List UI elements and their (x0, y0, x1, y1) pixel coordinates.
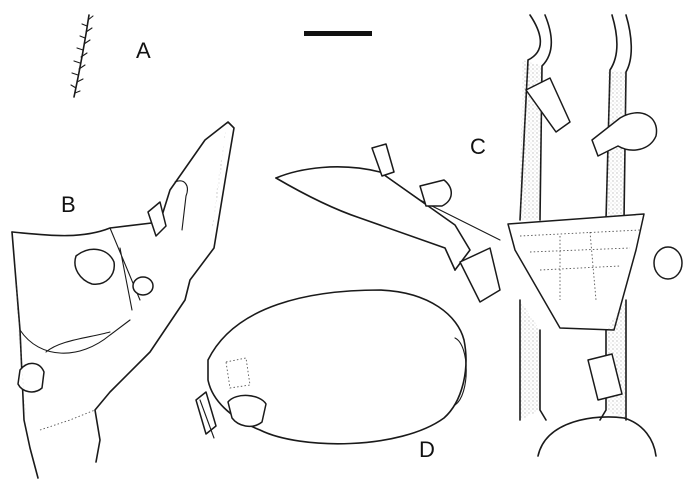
panel-label-c: C (470, 134, 486, 159)
panel-a-seta (70, 14, 94, 98)
scale-bar (304, 31, 372, 36)
panel-label-b: B (61, 192, 76, 217)
panel-label-a: A (136, 38, 151, 63)
panel-d-carapace (195, 289, 467, 445)
panel-c-appendage (275, 14, 683, 457)
panel-b-appendage (11, 121, 235, 479)
panel-label-d: D (419, 437, 435, 462)
